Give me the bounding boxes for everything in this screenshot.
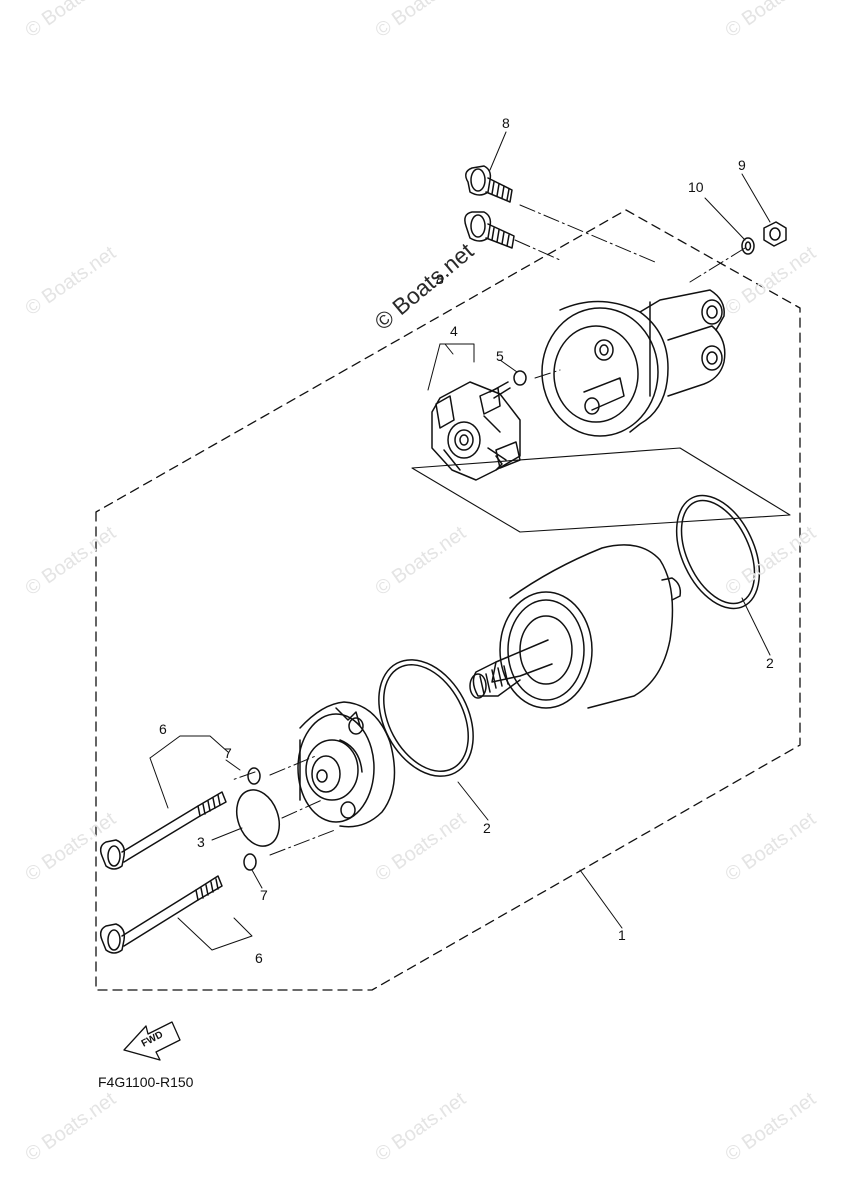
gasket-2-rear xyxy=(675,494,761,610)
bolt-6-lower xyxy=(99,875,223,954)
nut-9 xyxy=(763,221,787,247)
o-ring-7-lower xyxy=(243,853,257,871)
callout-6-lower: 6 xyxy=(255,950,263,966)
washer-10 xyxy=(741,237,755,255)
alignment-lines xyxy=(231,204,746,856)
callout-6-upper: 6 xyxy=(159,721,167,737)
diagram-code: F4G1100-R150 xyxy=(98,1074,194,1090)
o-ring-3 xyxy=(235,789,281,847)
assembly-boundary xyxy=(95,209,801,991)
bolt-8-upper xyxy=(465,165,513,203)
front-cover xyxy=(297,701,396,828)
callout-2-front: 2 xyxy=(483,820,491,836)
callout-10: 10 xyxy=(688,179,704,195)
fwd-arrow-icon xyxy=(123,1021,181,1061)
callout-4: 4 xyxy=(450,323,458,339)
callout-leaders xyxy=(149,131,771,951)
bolt-6-upper xyxy=(99,791,227,870)
o-ring-5 xyxy=(513,370,527,386)
callout-7-lower: 7 xyxy=(260,887,268,903)
callout-1: 1 xyxy=(618,927,626,943)
callout-8-lower: 8 xyxy=(436,271,444,287)
callout-5: 5 xyxy=(496,348,504,364)
callout-8-upper: 8 xyxy=(502,115,510,131)
bolt-8-lower xyxy=(464,211,515,249)
callout-7-upper: 7 xyxy=(224,745,232,761)
brush-holder-4 xyxy=(431,381,521,481)
callout-9: 9 xyxy=(738,157,746,173)
brush-holder-frame xyxy=(411,447,791,533)
o-ring-7-upper xyxy=(247,767,261,785)
rear-cover xyxy=(541,289,726,437)
yoke-armature xyxy=(469,544,682,709)
callout-2-rear: 2 xyxy=(766,655,774,671)
gasket-2-front xyxy=(378,659,474,777)
callout-3: 3 xyxy=(197,834,205,850)
